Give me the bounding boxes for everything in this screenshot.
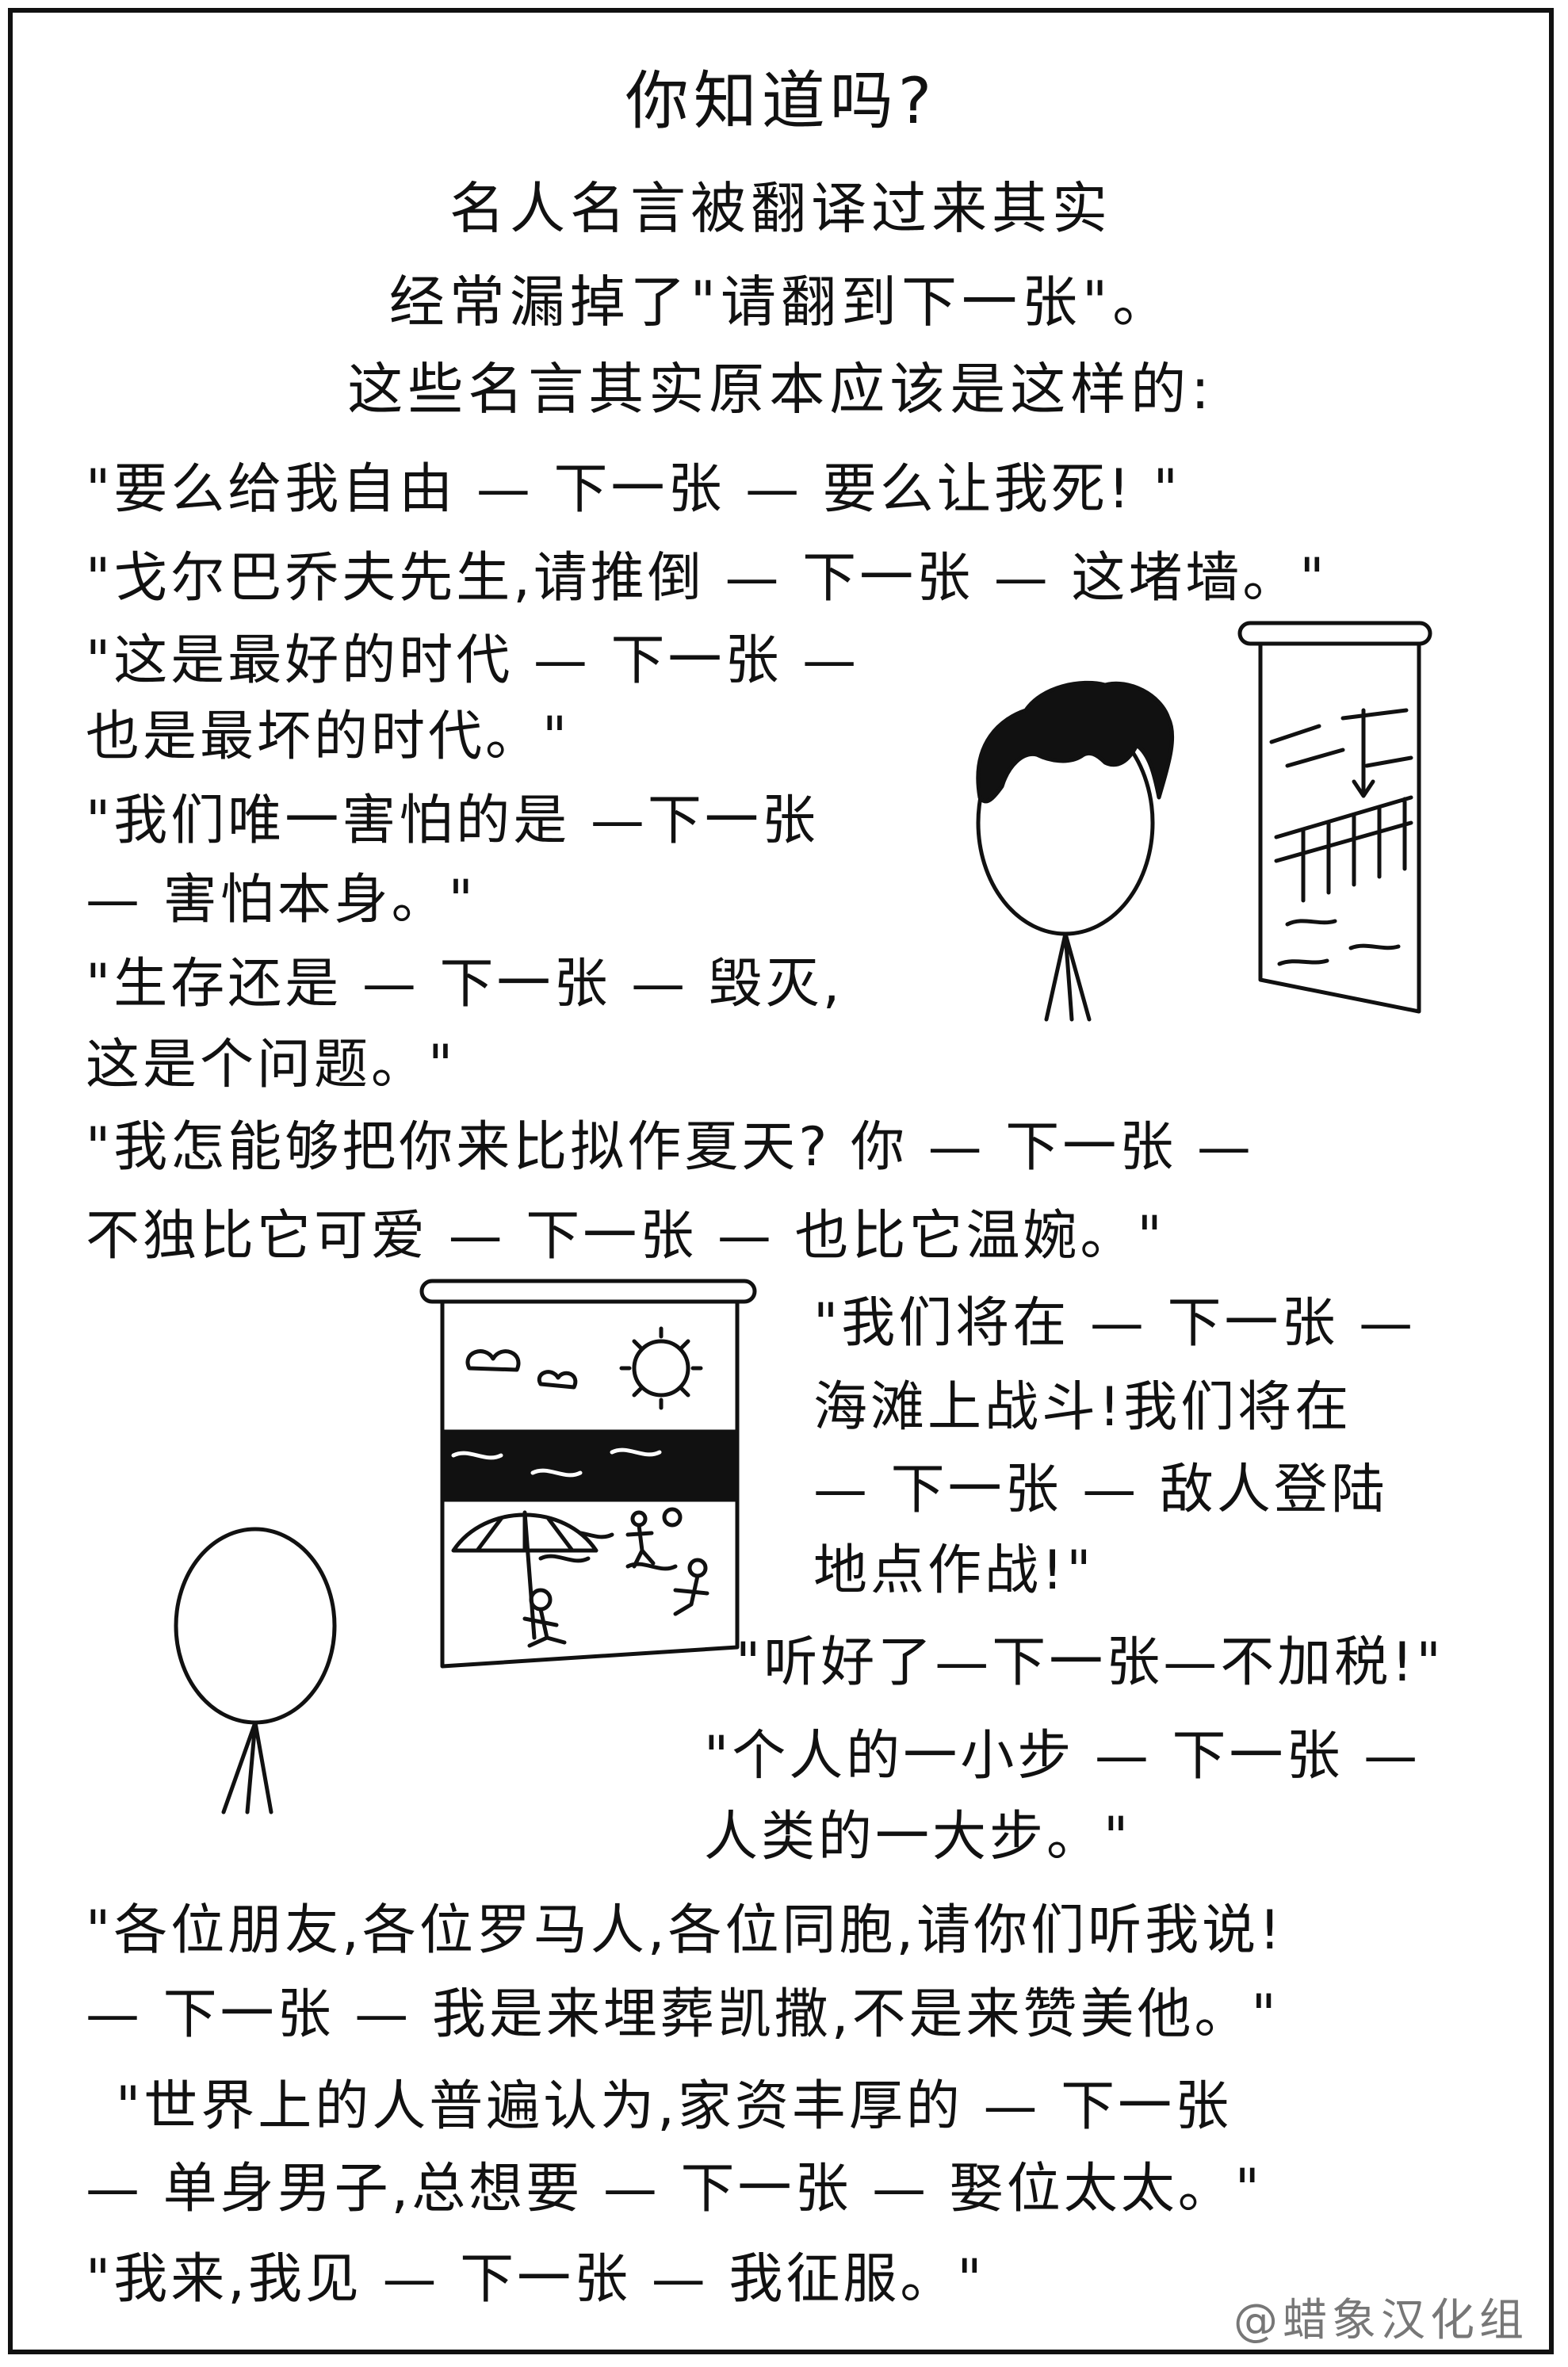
quote-line: — 害怕本身。" bbox=[86, 869, 476, 931]
quote-line: "我们唯一害怕的是 —下一张 bbox=[86, 790, 819, 852]
stick-figure-neck bbox=[1046, 934, 1089, 1019]
quote-line: — 下一张 — 敌人登陆 bbox=[813, 1459, 1388, 1521]
quote-line: — 下一张 — 我是来埋葬凯撒,不是来赞美他。" bbox=[86, 1983, 1279, 2046]
quote-line: "世界上的人普遍认为,家资丰厚的 — 下一张 bbox=[116, 2075, 1233, 2138]
translator-credit: @蜡象汉化组 bbox=[1233, 2295, 1528, 2346]
sun-icon bbox=[634, 1341, 688, 1395]
sea-band bbox=[442, 1432, 737, 1500]
quote-line: "我来,我见 — 下一张 — 我征服。" bbox=[86, 2248, 985, 2311]
quote-line: 这是个问题。" bbox=[86, 1034, 457, 1096]
quote-line: 不独比它可爱 — 下一张 — 也比它温婉。" bbox=[86, 1205, 1165, 1268]
wall-drawing bbox=[1276, 797, 1411, 901]
quote-line: "听好了—下一张—不加税!" bbox=[736, 1631, 1444, 1694]
quote-line: — 单身男子,总想要 — 下一张 — 娶位太太。" bbox=[86, 2158, 1263, 2220]
beach-screen-illustration bbox=[168, 1265, 771, 1820]
cloud-icon bbox=[539, 1372, 576, 1387]
quote-line: "我们将在 — 下一张 — bbox=[813, 1292, 1417, 1355]
cloud-icon bbox=[468, 1352, 518, 1370]
quote-line: "我怎能够把你来比拟作夏天? 你 — 下一张 — bbox=[86, 1116, 1254, 1179]
intro-line-3: 这些名言其实原本应该是这样的: bbox=[347, 357, 1214, 422]
intro-line-1: 名人名言被翻译过来其实 bbox=[449, 176, 1112, 241]
spiky-hair bbox=[978, 683, 1172, 801]
beach-ball-icon bbox=[664, 1509, 680, 1525]
wall-screen-illustration bbox=[970, 599, 1430, 1043]
quote-line: "生存还是 — 下一张 — 毁灭, bbox=[86, 953, 843, 1015]
quote-line: "个人的一小步 — 下一张 — bbox=[704, 1725, 1421, 1788]
stick-figure-neck bbox=[224, 1723, 271, 1812]
quote-line: "要么给我自由 — 下一张 — 要么让我死! " bbox=[86, 458, 1181, 521]
quote-line: 人类的一大步。" bbox=[704, 1806, 1132, 1868]
intro-line-2: 经常漏掉了"请翻到下一张"。 bbox=[388, 270, 1173, 335]
screen-roller bbox=[1240, 623, 1430, 644]
comic-title: 你知道吗? bbox=[625, 64, 937, 138]
screen-roller bbox=[422, 1281, 755, 1302]
comic-panel: 你知道吗? 名人名言被翻译过来其实 经常漏掉了"请翻到下一张"。 这些名言其实原… bbox=[8, 8, 1554, 2354]
quote-line: 地点作战!" bbox=[813, 1539, 1095, 1602]
quote-line: "戈尔巴乔夫先生,请推倒 — 下一张 — 这堵墙。" bbox=[86, 547, 1328, 610]
quote-line: 海滩上战斗!我们将在 bbox=[813, 1376, 1352, 1439]
quote-line: "这是最好的时代 — 下一张 — bbox=[86, 629, 860, 692]
down-arrow bbox=[1354, 710, 1373, 796]
stick-figure-head bbox=[176, 1529, 335, 1723]
quote-line: 也是最坏的时代。" bbox=[86, 706, 571, 768]
quote-line: "各位朋友,各位罗马人,各位同胞,请你们听我说! bbox=[86, 1899, 1284, 1962]
